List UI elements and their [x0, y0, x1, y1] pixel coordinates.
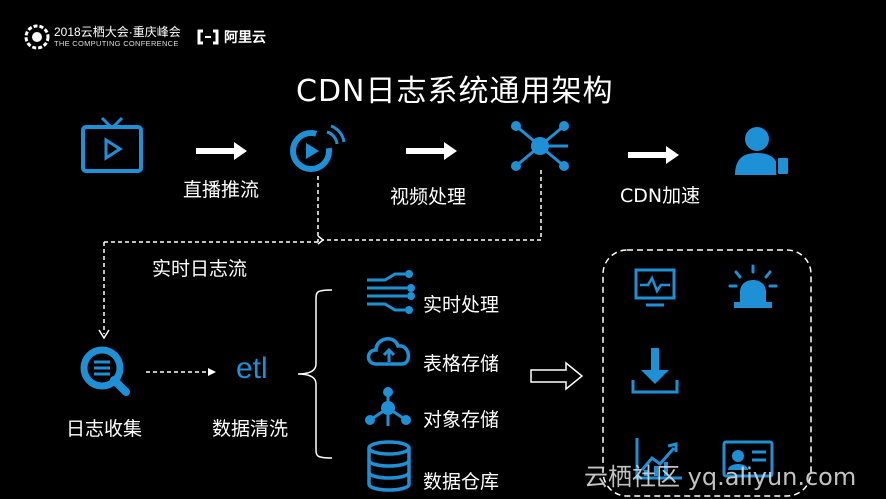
- conference-subtitle: THE COMPUTING CONFERENCE: [54, 39, 179, 48]
- cloud-upload-icon: [364, 330, 414, 370]
- monitor-pulse-icon: [634, 268, 676, 308]
- conference-title: 2018云栖大会·重庆峰会: [54, 25, 181, 39]
- target-label: 数据仓库: [423, 471, 500, 493]
- target-label: 表格存储: [423, 353, 500, 375]
- target-label: 实时处理: [423, 294, 500, 316]
- conference-logo: [24, 24, 50, 50]
- etl-label: etl: [236, 352, 268, 385]
- database-icon: [364, 440, 414, 494]
- user-phone-icon: [733, 125, 791, 177]
- watermark: 云栖社区 yq.aliyun.com: [584, 463, 857, 491]
- trend-chart-icon: [634, 436, 684, 480]
- step-live-push-label: 直播推流: [183, 179, 260, 201]
- realtime-log-stream-label: 实时日志流: [152, 258, 248, 280]
- live-stream-icon: [289, 124, 347, 174]
- conference-logo-icon: [24, 24, 50, 50]
- arrow-right-icon: [196, 141, 248, 161]
- stream-processing-icon: [365, 270, 415, 314]
- download-icon: [630, 346, 680, 396]
- network-hub-icon: [508, 118, 572, 174]
- log-search-icon: [76, 342, 136, 398]
- brand-name: 阿里云: [224, 30, 266, 46]
- arrow-right-icon: [628, 145, 680, 165]
- alibaba-cloud-bracket-icon: [197, 29, 219, 45]
- brand-logo: 阿里云: [196, 27, 266, 47]
- arrow-right-icon: [406, 141, 458, 161]
- object-storage-icon: [362, 386, 414, 432]
- data-cleaning-label: 数据清洗: [212, 418, 289, 440]
- alarm-siren-icon: [728, 264, 778, 310]
- step-cdn-label: CDN加速: [620, 185, 701, 207]
- target-label: 对象存储: [423, 409, 500, 431]
- log-collection-label: 日志收集: [66, 418, 143, 440]
- tv-icon: [80, 114, 144, 176]
- id-card-icon: [722, 440, 774, 478]
- step-video-processing-label: 视频处理: [390, 186, 467, 208]
- page-title: CDN日志系统通用架构: [296, 74, 614, 109]
